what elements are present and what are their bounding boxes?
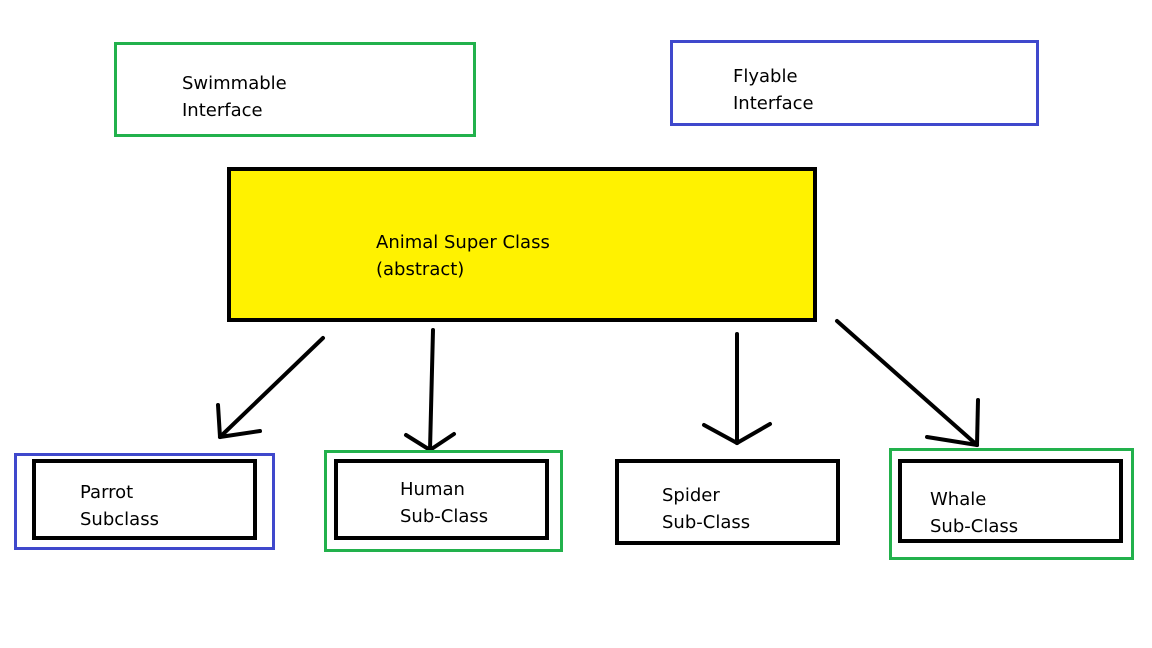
human-subclass-box <box>334 459 549 540</box>
arrow-to-spider <box>702 332 772 445</box>
flyable-interface-box <box>670 40 1039 126</box>
arrow-to-human <box>404 328 456 452</box>
swimmable-interface-name: Swimmable <box>182 73 287 94</box>
human-subclass-name: Human <box>400 479 465 500</box>
spider-subclass-kind: Sub-Class <box>662 512 751 533</box>
animal-superclass-box <box>227 167 817 322</box>
spider-subclass-label: Spider Sub-Class <box>662 482 750 536</box>
whale-subclass-kind: Sub-Class <box>930 516 1019 537</box>
whale-swimmable-outline <box>889 448 1134 560</box>
human-subclass-label: Human Sub-Class <box>400 476 488 530</box>
animal-superclass-name: Animal Super Class <box>376 232 550 253</box>
animal-superclass-note: (abstract) <box>376 259 465 280</box>
arrow-to-whale <box>835 319 980 447</box>
swimmable-interface-box <box>114 42 476 137</box>
parrot-subclass-label: Parrot Subclass <box>80 479 159 533</box>
whale-subclass-box <box>898 459 1123 543</box>
human-subclass-kind: Sub-Class <box>400 506 489 527</box>
flyable-interface-label: Flyable Interface <box>733 63 814 117</box>
swimmable-interface-label: Swimmable Interface <box>182 70 287 124</box>
parrot-subclass-box <box>32 459 257 540</box>
parrot-subclass-kind: Subclass <box>80 509 159 530</box>
human-swimmable-outline <box>324 450 563 552</box>
whale-subclass-name: Whale <box>930 489 987 510</box>
parrot-flyable-outline <box>14 453 275 550</box>
flyable-interface-kind: Interface <box>733 93 814 114</box>
spider-subclass-name: Spider <box>662 485 720 506</box>
animal-superclass-label: Animal Super Class (abstract) <box>376 229 550 283</box>
flyable-interface-name: Flyable <box>733 66 798 87</box>
spider-subclass-box <box>615 459 840 545</box>
whale-subclass-label: Whale Sub-Class <box>930 486 1018 540</box>
arrow-to-parrot <box>216 336 325 439</box>
parrot-subclass-name: Parrot <box>80 482 134 503</box>
swimmable-interface-kind: Interface <box>182 100 263 121</box>
